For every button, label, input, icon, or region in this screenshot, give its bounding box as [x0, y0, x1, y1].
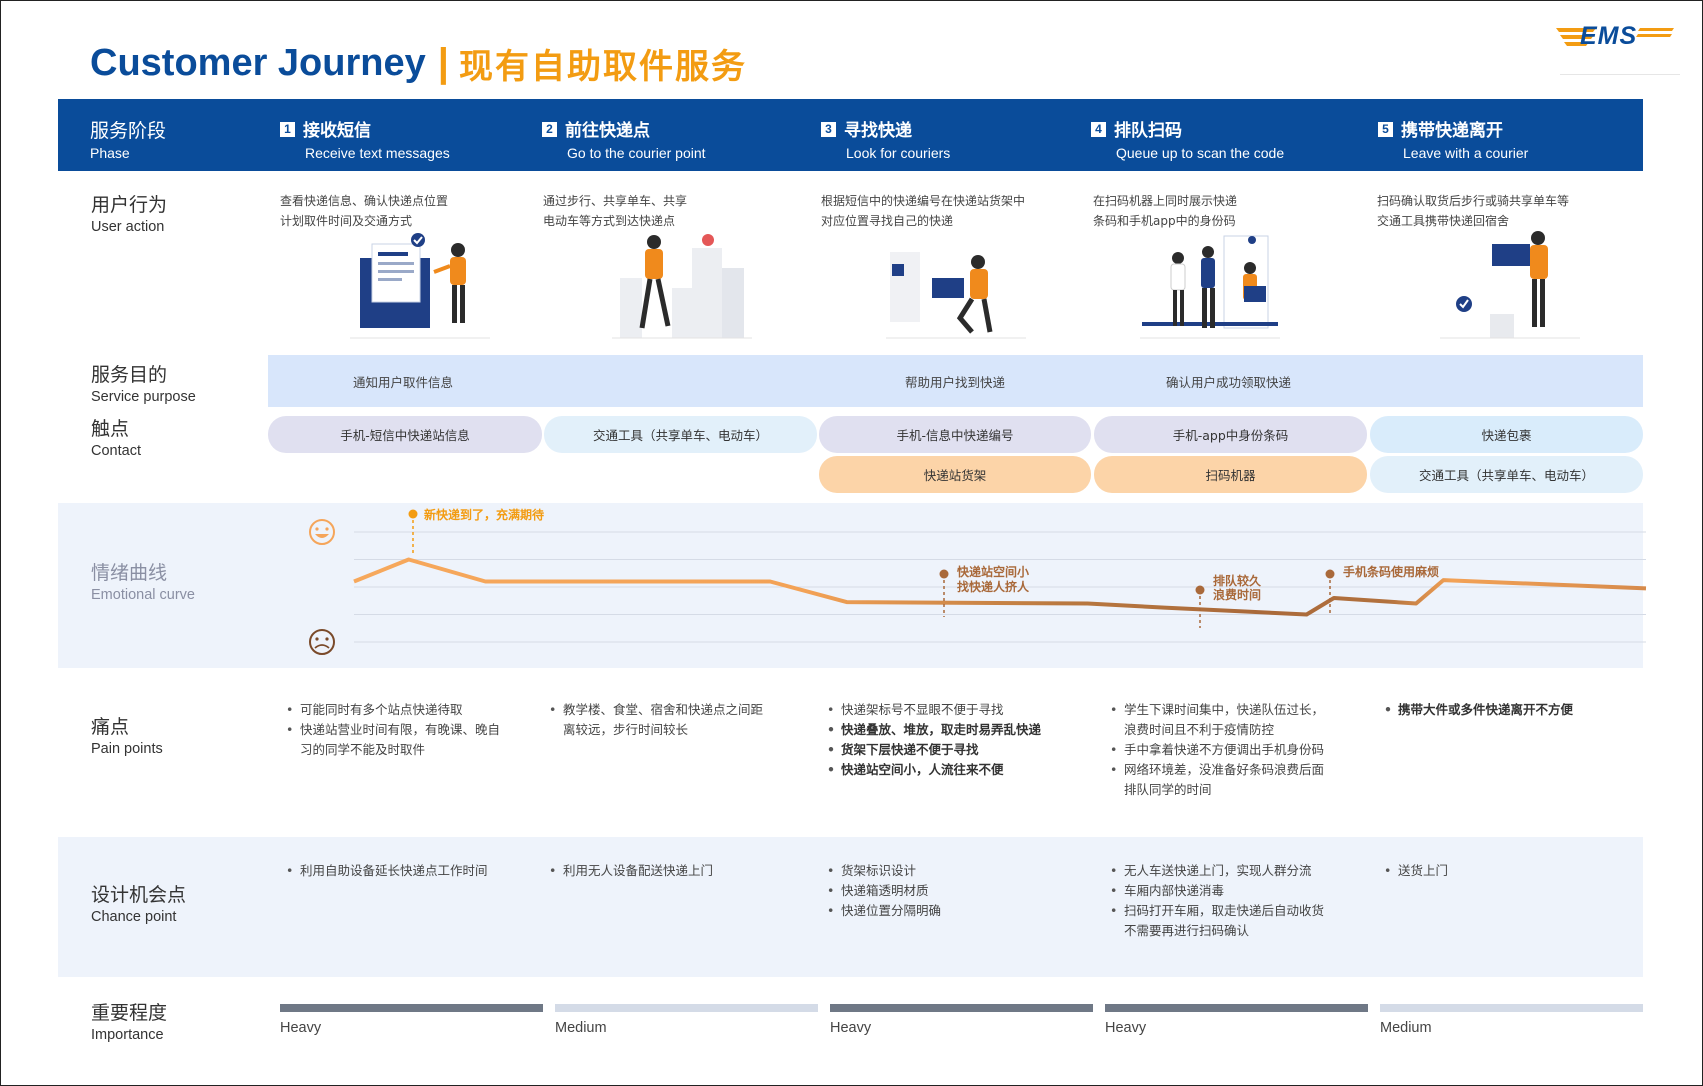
pain-points-4: 学生下课时间集中，快递队伍过长， 浪费时间且不利于疫情防控手中拿着快递不方便调出手… [1110, 700, 1324, 800]
contact-pill-sms: 手机-短信中快递站信息 [268, 416, 542, 453]
chance-points-1: 利用自助设备延长快递点工作时间 [286, 861, 488, 881]
contact-pill-transport: 交通工具（共享单车、电动车） [544, 416, 817, 453]
list-item: 浪费时间且不利于疫情防控 [1124, 722, 1275, 737]
list-item: 教学楼、食堂、宿舍和快递点之间距 [549, 700, 763, 720]
list-item: 扫码打开车厢，取走快递后自动收货 [1110, 901, 1324, 921]
list-item: 快递箱透明材质 [827, 881, 941, 901]
service-purpose-bar [268, 355, 1643, 407]
importance-label-2: Medium [555, 1020, 607, 1036]
pain-points-5: 携带大件或多件快递离开不方便 [1384, 700, 1573, 720]
list-item: 排队同学的时间 [1124, 782, 1212, 797]
page-title: Customer Journey | 现有自助取件服务 [90, 38, 747, 88]
contact-pill-message-number: 手机-信息中快递编号 [819, 416, 1091, 453]
importance-bar-1 [280, 1004, 543, 1012]
list-item: 快递叠放、堆放，取走时易弄乱快递 [827, 720, 1041, 740]
list-item: 学生下课时间集中，快递队伍过长， [1110, 700, 1324, 720]
illustration-go-to-courier-icon [612, 234, 752, 339]
row-label-service-purpose: 服务目的 Service purpose [91, 364, 196, 405]
row-label-contact: 触点 Contact [91, 418, 141, 459]
ems-logo-icon [1556, 28, 1674, 46]
list-item: 利用无人设备配送快递上门 [549, 861, 713, 881]
contact-pill-package: 快递包裹 [1370, 416, 1643, 453]
user-action-3: 根据短信中的快递编号在快递站货架中对应位置寻找自己的快递 [821, 194, 1026, 228]
list-item: 快递站空间小，人流往来不便 [827, 760, 1041, 780]
title-english: Customer Journey [90, 41, 426, 84]
list-item: 货架下层快递不便于寻找 [827, 740, 1041, 760]
illustration-leave-with-courier-icon [1440, 231, 1580, 339]
row-label-emotional-curve: 情绪曲线 Emotional curve [91, 562, 195, 603]
pain-points-3: 快递架标号不显眼不便于寻找快递叠放、堆放，取走时易弄乱快递货架下层快递不便于寻找… [827, 700, 1041, 780]
user-action-1: 查看快递信息、确认快递点位置计划取件时间及交通方式 [280, 194, 449, 228]
chance-points-4: 无人车送快递上门，实现人群分流车厢内部快递消毒扫码打开车厢，取走快递后自动收货不… [1110, 861, 1324, 941]
contact-pill-shelf: 快递站货架 [819, 456, 1091, 493]
list-item: 无人车送快递上门，实现人群分流 [1110, 861, 1324, 881]
importance-label-3: Heavy [830, 1020, 872, 1036]
importance-bar-5 [1380, 1004, 1643, 1012]
ems-logo-text: EMS [1580, 22, 1638, 50]
importance-bar-2 [555, 1004, 818, 1012]
contact-pill-scanner: 扫码机器 [1094, 456, 1367, 493]
user-action-4: 在扫码机器上同时展示快递条码和手机app中的身份码 [1093, 194, 1238, 228]
row-label-chance-point: 设计机会点 Chance point [91, 884, 187, 925]
service-purpose-3: 确认用户成功领取快递 [1166, 375, 1292, 390]
user-action-2: 通过步行、共享单车、共享电动车等方式到达快递点 [543, 194, 688, 228]
service-purpose-2: 帮助用户找到快递 [905, 375, 1006, 390]
importance-bar-3 [830, 1004, 1093, 1012]
list-item: 网络环境差，没准备好条码浪费后面 [1110, 760, 1324, 780]
logo-divider [1560, 74, 1680, 75]
chance-points-5: 送货上门 [1384, 861, 1448, 881]
illustration-look-for-courier-icon [886, 252, 1026, 339]
list-item: 离较远，步行时间较长 [563, 722, 689, 737]
row-label-user-action: 用户行为 User action [91, 194, 168, 235]
list-item: 车厢内部快递消毒 [1110, 881, 1324, 901]
list-item: 手中拿着快递不方便调出手机身份码 [1110, 740, 1324, 760]
title-separator: | [437, 40, 449, 85]
row-label-importance: 重要程度 Importance [91, 1002, 168, 1043]
list-item: 携带大件或多件快递离开不方便 [1384, 700, 1573, 720]
list-item: 不需要再进行扫码确认 [1124, 923, 1250, 938]
list-item: 可能同时有多个站点快递待取 [286, 700, 500, 720]
row-label-phase: 服务阶段 Phase [90, 120, 167, 161]
user-action-5: 扫码确认取货后步行或骑共享单车等交通工具携带快递回宿舍 [1377, 194, 1570, 228]
importance-label-1: Heavy [280, 1020, 322, 1036]
contact-pill-transport-2: 交通工具（共享单车、电动车） [1370, 456, 1643, 493]
contact-pill-app-barcode: 手机-app中身份条码 [1094, 416, 1367, 453]
list-item: 货架标识设计 [827, 861, 941, 881]
service-purpose-1: 通知用户取件信息 [353, 375, 454, 390]
chance-points-2: 利用无人设备配送快递上门 [549, 861, 713, 881]
list-item: 快递站营业时间有限，有晚课、晚自 [286, 720, 500, 740]
importance-label-4: Heavy [1105, 1020, 1147, 1036]
illustration-queue-scan-icon [1140, 235, 1280, 339]
list-item: 快递位置分隔明确 [827, 901, 941, 921]
list-item: 快递架标号不显眼不便于寻找 [827, 700, 1041, 720]
row-label-pain-points: 痛点 Pain points [91, 716, 163, 757]
list-item: 利用自助设备延长快递点工作时间 [286, 861, 488, 881]
emotional-curve-band [58, 503, 1643, 668]
title-chinese: 现有自助取件服务 [458, 46, 747, 87]
importance-label-5: Medium [1380, 1020, 1432, 1036]
list-item: 送货上门 [1384, 861, 1448, 881]
chance-points-3: 货架标识设计快递箱透明材质快递位置分隔明确 [827, 861, 941, 921]
importance-bar-4 [1105, 1004, 1368, 1012]
list-item: 习的同学不能及时取件 [300, 742, 426, 757]
illustration-receive-message-icon [350, 233, 490, 339]
